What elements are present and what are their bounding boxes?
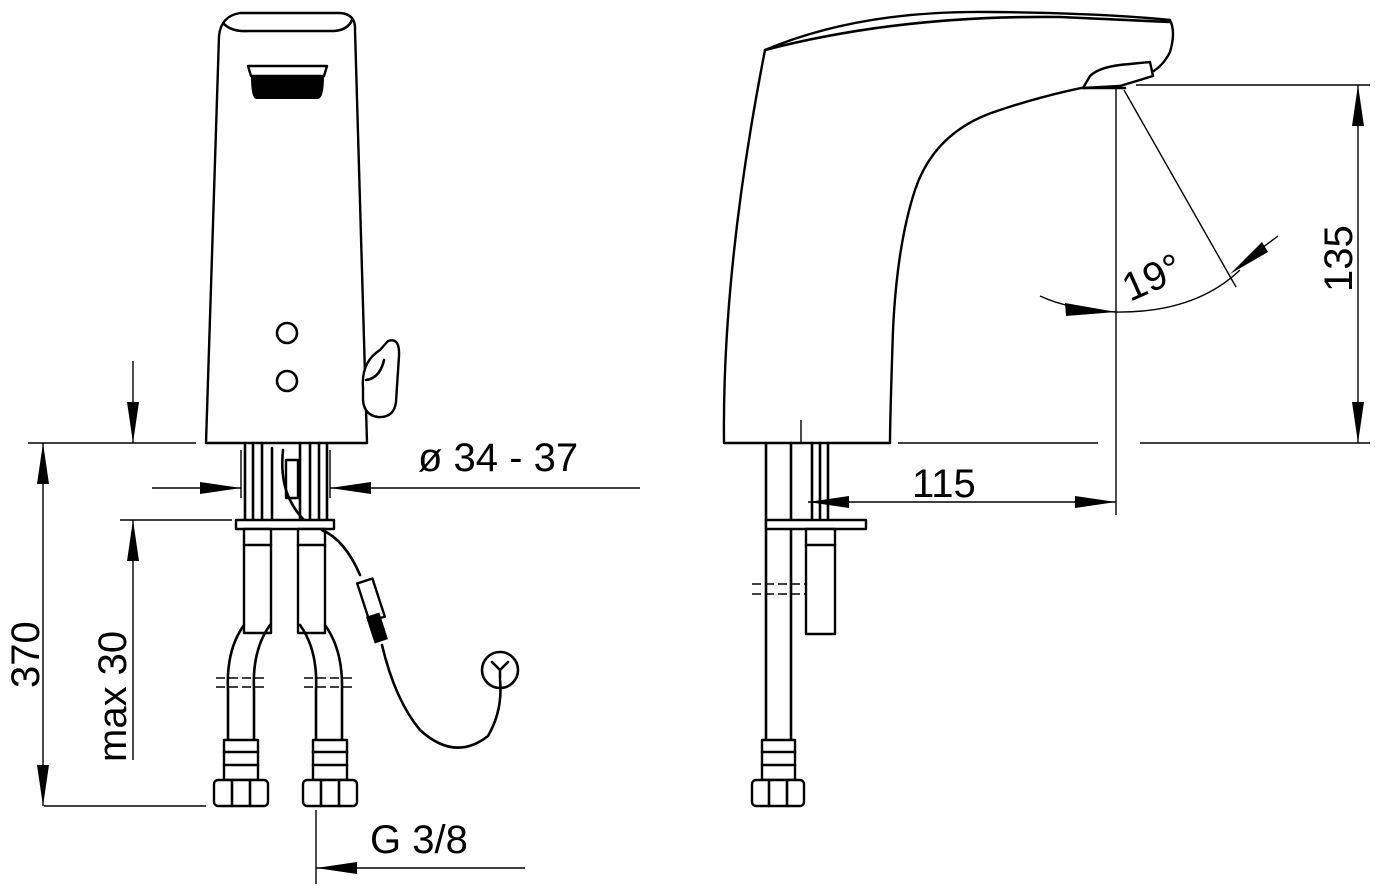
front-view [204, 11, 520, 808]
power-cable [320, 528, 520, 749]
side-sensor-nose [1081, 60, 1155, 90]
dimension-labels: 370 max 30 ø 34 - 37 G 3/8 115 135 19° [4, 225, 1361, 862]
side-fitting [804, 527, 837, 636]
side-view [722, 10, 1175, 808]
side-lever [361, 339, 401, 419]
fitting-left [242, 527, 273, 635]
front-body [204, 11, 369, 445]
side-dimensions [808, 84, 1370, 515]
flexible-hoses [216, 623, 354, 742]
side-pipes [752, 420, 830, 742]
label-spout-reach: 115 [912, 462, 976, 506]
front-cap-line [222, 18, 354, 33]
label-deck-thickness: max 30 [91, 631, 135, 762]
front-dimensions [28, 361, 640, 884]
label-hole-diameter: ø 34 - 37 [418, 436, 578, 480]
connection-nut-left [212, 738, 270, 808]
label-spout-height: 135 [1317, 225, 1361, 292]
label-sensor-angle: 19° [1116, 245, 1189, 310]
indicator-ring-lower [275, 369, 299, 393]
connection-nut-right [301, 738, 359, 808]
supply-pipes [243, 441, 329, 522]
indicator-ring-upper [275, 321, 299, 345]
side-mounting-plate [764, 518, 868, 531]
side-connection-nut [750, 738, 806, 808]
label-connection-thread: G 3/8 [370, 818, 468, 862]
sensor-window [246, 64, 329, 78]
label-overall-height: 370 [4, 621, 48, 688]
sensor-window-dark [251, 76, 324, 99]
side-top-seam [763, 15, 1172, 52]
fitting-right [296, 527, 327, 635]
mounting-plate [234, 518, 336, 531]
side-lever-inner [364, 358, 386, 382]
